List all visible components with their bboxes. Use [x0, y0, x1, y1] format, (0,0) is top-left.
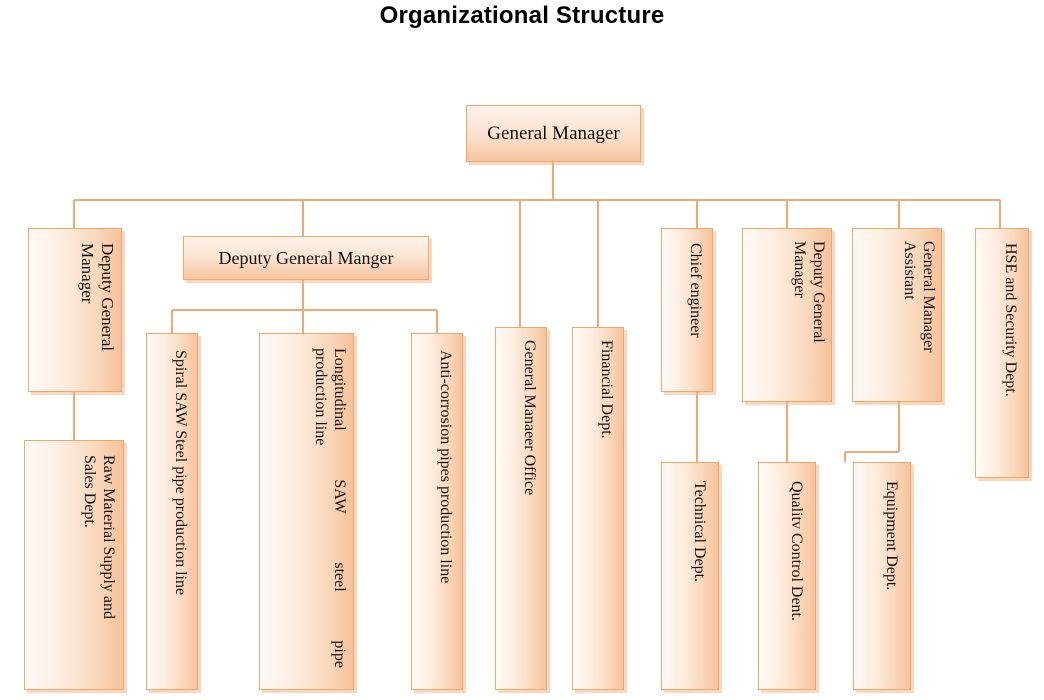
node-anti-corrosion-line[interactable]: Anti-corrosion pipes production line	[411, 333, 463, 690]
node-financial-dept-label: Financial Dept.	[598, 340, 615, 439]
node-longitudinal-saw-line[interactable]: Longitudinal SAW steel pipe production l…	[259, 333, 354, 690]
node-raw-material-line2: Sales Dept.	[81, 455, 99, 528]
node-hse-security-dept[interactable]: HSE and Security Dept.	[975, 228, 1029, 478]
node-hse-security-dept-label: HSE and Security Dept.	[1002, 243, 1019, 397]
node-general-manager-assistant-line1: General Manager	[920, 241, 937, 353]
node-chief-engineer-label: Chief engineer	[687, 243, 704, 338]
node-deputy-general-manager-right-line2: Manager	[791, 241, 809, 298]
node-financial-dept[interactable]: Financial Dept.	[572, 327, 624, 690]
node-longitudinal-word-2: SAW	[331, 479, 348, 514]
node-general-manager[interactable]: General Manager	[466, 105, 641, 162]
page-title: Organizational Structure	[379, 2, 665, 29]
node-quality-control-dept-label: Qualitv Control Dent.	[788, 481, 805, 621]
node-technical-dept[interactable]: Technical Dept.	[661, 462, 719, 690]
node-raw-material-supply-sales-dept[interactable]: Raw Material Supply and Sales Dept.	[24, 440, 124, 690]
node-spiral-saw-line-label: Spiral SAW Steel pipe production line	[172, 350, 189, 596]
node-quality-control-dept[interactable]: Qualitv Control Dent.	[758, 462, 816, 690]
node-anti-corrosion-line-label: Anti-corrosion pipes production line	[437, 350, 454, 584]
node-general-manager-label: General Manager	[487, 122, 620, 144]
node-deputy-general-manager-left-line2: Manager	[77, 243, 97, 304]
node-deputy-general-manger-production[interactable]: Deputy General Manger	[183, 236, 429, 280]
node-raw-material-line1: Raw Material Supply and	[100, 455, 117, 619]
node-longitudinal-word-1: Longitudinal	[331, 348, 348, 431]
node-chief-engineer[interactable]: Chief engineer	[661, 228, 713, 392]
node-deputy-general-manger-production-label: Deputy General Manger	[218, 247, 394, 268]
node-equipment-dept-label: Equipment Dept.	[883, 481, 900, 591]
node-longitudinal-line2: production line	[312, 348, 330, 446]
node-deputy-general-manager-left-line1: Deputy General	[98, 243, 117, 352]
node-spiral-saw-line[interactable]: Spiral SAW Steel pipe production line	[146, 333, 198, 690]
node-equipment-dept[interactable]: Equipment Dept.	[853, 462, 911, 690]
node-longitudinal-word-4: pipe	[331, 640, 348, 668]
node-longitudinal-word-3: steel	[331, 562, 348, 592]
node-deputy-general-manager-left[interactable]: Deputy General Manager	[28, 228, 122, 392]
node-deputy-general-manager-right[interactable]: Deputy General Manager	[742, 228, 832, 402]
node-general-manager-office[interactable]: General Manaeer Office	[495, 327, 547, 690]
node-general-manager-office-label: General Manaeer Office	[521, 340, 538, 496]
node-general-manager-assistant[interactable]: General Manager Assistant	[852, 228, 942, 402]
node-general-manager-assistant-line2: Assistant	[901, 241, 919, 300]
node-deputy-general-manager-right-line1: Deputy General	[810, 241, 827, 343]
node-technical-dept-label: Technical Dept.	[691, 481, 708, 583]
